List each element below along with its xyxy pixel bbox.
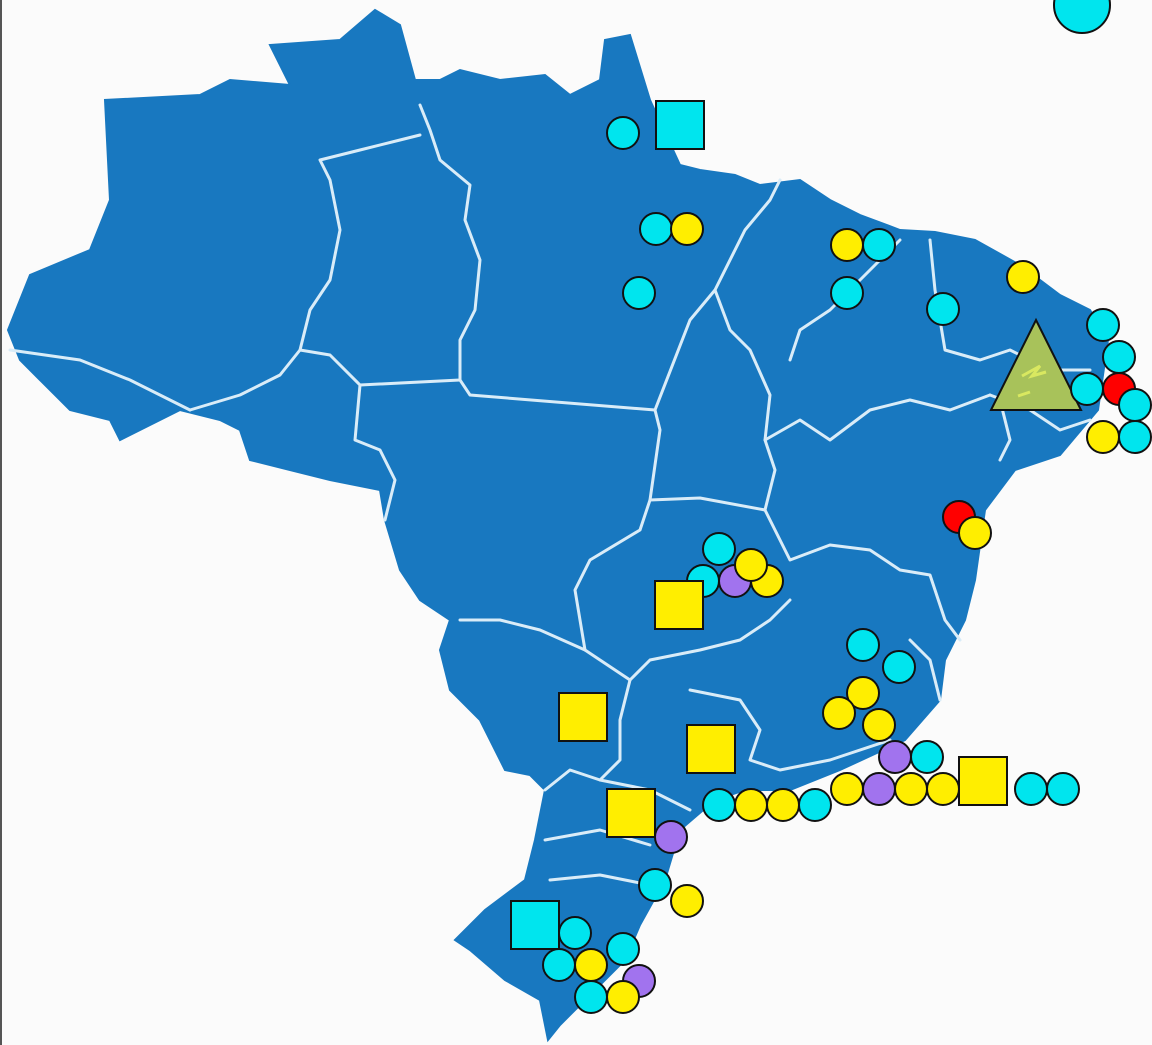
marker-cyan-circle bbox=[702, 532, 736, 566]
marker-yellow-circle bbox=[846, 676, 880, 710]
marker-yellow-square bbox=[558, 692, 608, 742]
marker-purple-circle bbox=[654, 820, 688, 854]
marker-cyan-circle bbox=[1053, 0, 1111, 34]
marker-yellow-square bbox=[686, 724, 736, 774]
border-line bbox=[908, 638, 942, 702]
marker-cyan-circle bbox=[1014, 772, 1048, 806]
border-line bbox=[458, 378, 657, 412]
marker-yellow-circle bbox=[822, 696, 856, 730]
marker-cyan-circle bbox=[1118, 388, 1152, 422]
marker-yellow-circle bbox=[766, 788, 800, 822]
marker-cyan-circle bbox=[882, 650, 916, 684]
border-line bbox=[573, 408, 662, 682]
marker-yellow-circle bbox=[1086, 420, 1120, 454]
border-line bbox=[188, 348, 362, 412]
marker-cyan-square bbox=[510, 900, 560, 950]
marker-cyan-circle bbox=[702, 788, 736, 822]
marker-yellow-circle bbox=[1006, 260, 1040, 294]
marker-cyan-circle bbox=[622, 276, 656, 310]
marker-cyan-circle bbox=[846, 628, 880, 662]
marker-purple-circle bbox=[878, 740, 912, 774]
marker-cyan-circle bbox=[798, 788, 832, 822]
triangle-inner-mark bbox=[1017, 364, 1047, 398]
border-line bbox=[358, 103, 482, 387]
marker-cyan-circle bbox=[1118, 420, 1152, 454]
marker-cyan-square bbox=[655, 100, 705, 150]
border-line bbox=[543, 828, 652, 847]
border-line bbox=[688, 688, 892, 772]
marker-purple-circle bbox=[862, 772, 896, 806]
marker-yellow-square bbox=[654, 580, 704, 630]
marker-cyan-circle bbox=[830, 276, 864, 310]
marker-cyan-circle bbox=[639, 212, 673, 246]
marker-cyan-circle bbox=[638, 868, 672, 902]
marker-yellow-circle bbox=[734, 788, 768, 822]
marker-yellow-square bbox=[958, 756, 1008, 806]
marker-cyan-circle bbox=[1046, 772, 1080, 806]
marker-yellow-circle bbox=[926, 772, 960, 806]
border-line bbox=[353, 383, 397, 522]
border-line bbox=[8, 348, 192, 412]
marker-yellow-circle bbox=[670, 884, 704, 918]
brazil-country-shape bbox=[6, 8, 1110, 1043]
border-line bbox=[713, 288, 777, 512]
marker-yellow-circle bbox=[894, 772, 928, 806]
border-line bbox=[653, 178, 782, 412]
border-line bbox=[543, 678, 632, 792]
marker-cyan-circle bbox=[926, 292, 960, 326]
border-line bbox=[298, 133, 422, 352]
border-line bbox=[648, 496, 962, 642]
marker-cyan-circle bbox=[1070, 372, 1104, 406]
marker-yellow-circle bbox=[670, 212, 704, 246]
marker-cyan-circle bbox=[1102, 340, 1136, 374]
border-line bbox=[998, 398, 1012, 462]
marker-olive-triangle bbox=[989, 317, 1083, 411]
marker-cyan-circle bbox=[558, 916, 592, 950]
marker-cyan-circle bbox=[910, 740, 944, 774]
marker-yellow-circle bbox=[830, 228, 864, 262]
markers-layer bbox=[510, 0, 1152, 1014]
marker-cyan-circle bbox=[574, 980, 608, 1014]
marker-cyan-circle bbox=[606, 116, 640, 150]
border-line bbox=[458, 618, 587, 652]
marker-cyan-circle bbox=[606, 932, 640, 966]
marker-yellow-circle bbox=[606, 980, 640, 1014]
border-line bbox=[763, 393, 992, 442]
border-line bbox=[628, 598, 792, 682]
marker-yellow-circle bbox=[830, 772, 864, 806]
marker-yellow-circle bbox=[574, 948, 608, 982]
marker-cyan-circle bbox=[542, 948, 576, 982]
marker-yellow-square bbox=[606, 788, 656, 838]
marker-cyan-circle bbox=[862, 228, 896, 262]
marker-yellow-circle bbox=[958, 516, 992, 550]
marker-yellow-circle bbox=[862, 708, 896, 742]
marker-cyan-circle bbox=[1086, 308, 1120, 342]
marker-yellow-circle bbox=[734, 548, 768, 582]
